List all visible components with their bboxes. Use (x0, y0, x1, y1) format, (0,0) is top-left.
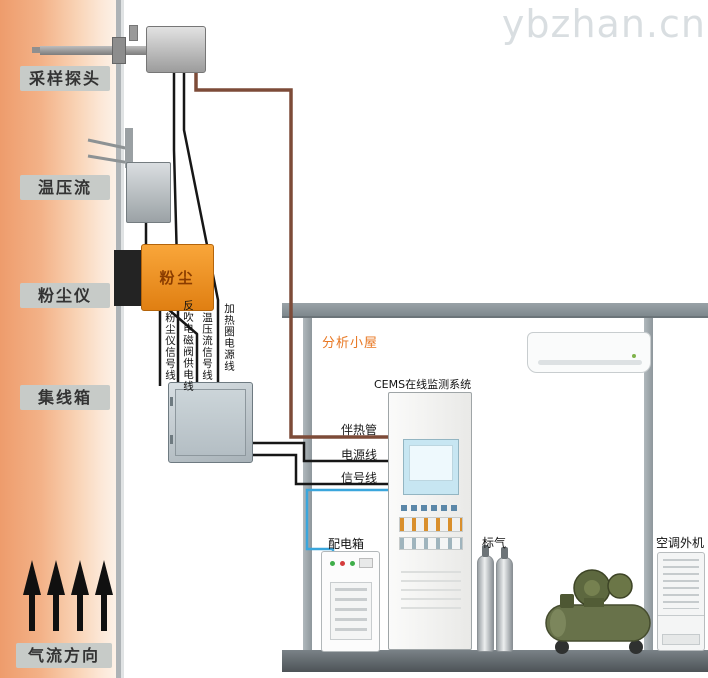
dust-meter-bracket (114, 250, 142, 306)
dust-meter-device: 粉尘 (141, 244, 214, 311)
cems-cabinet (388, 392, 472, 650)
label-power-line: 电源线 (341, 448, 378, 462)
junction-box-door (175, 389, 246, 456)
cylinder-valve (482, 545, 489, 557)
label-junction-box: 集线箱 (20, 385, 110, 410)
stack-wall-line (116, 0, 121, 678)
ac-outdoor-louvers (663, 559, 699, 609)
cabinet-screen (403, 439, 459, 495)
label-blowback-valve-cable: 反吹电磁阀供电线 (182, 300, 194, 392)
cems-system-title: CEMS在线监测系统 (374, 378, 472, 391)
cabinet-analyzer-module (399, 537, 463, 550)
ac-indoor-unit (527, 332, 651, 373)
shelter-left-wall (303, 318, 312, 650)
label-airflow-direction: 气流方向 (16, 643, 112, 668)
cabinet-screen-display (409, 445, 453, 481)
sampling-probe-flange (112, 37, 126, 64)
cabinet-button-row (401, 505, 461, 511)
ac-outdoor-base (662, 634, 700, 645)
air-compressor (545, 569, 651, 654)
stack-wall-inner-line (121, 0, 124, 678)
temp-flow-pipe (125, 128, 133, 168)
chimney-stack (0, 0, 118, 678)
dust-meter-text: 粉尘 (159, 269, 196, 287)
shelter-title: 分析小屋 (322, 336, 379, 351)
breaker-switch (359, 558, 373, 568)
shelter-ground (282, 650, 708, 672)
label-dust-meter: 粉尘仪 (20, 283, 110, 308)
label-ac-outdoor-unit: 空调外机 (656, 536, 705, 550)
breaker-panel (330, 582, 372, 640)
junction-box-device (168, 382, 253, 463)
watermark: ybzhan.cn (501, 2, 706, 46)
label-heat-trace-pipe: 伴热管 (341, 423, 378, 437)
ac-outdoor-unit (657, 552, 705, 651)
ac-indoor-vent (538, 360, 642, 365)
cabinet-analyzer-module (399, 517, 463, 532)
cabinet-vent (401, 571, 461, 613)
sampling-probe-rod (40, 46, 150, 55)
label-dust-signal-cable: 粉尘仪信号线 (164, 312, 176, 381)
gas-cylinder (496, 557, 513, 652)
label-heater-power-cable: 加热圈电源线 (223, 303, 235, 372)
junction-box-hinge (170, 397, 173, 406)
label-signal-line: 信号线 (341, 471, 378, 485)
ac-indoor-led (632, 354, 636, 358)
sampling-probe-tip (32, 47, 42, 53)
sampling-probe-body (146, 26, 206, 73)
label-temp-pressure-flow: 温压流 (20, 175, 110, 200)
label-temp-flow-signal-cable: 温压流信号线 (201, 312, 213, 381)
shelter-roof (282, 303, 708, 318)
ac-outdoor-divider (658, 615, 704, 616)
label-sampling-probe: 采样探头 (20, 66, 110, 91)
power-distribution-box (321, 551, 380, 652)
shelter-right-wall (644, 318, 653, 650)
label-power-distribution-box: 配电箱 (328, 537, 365, 551)
sampling-probe-nozzle (129, 25, 138, 41)
breaker-rows (335, 588, 367, 634)
gas-cylinder (477, 555, 494, 652)
temp-flow-device (126, 162, 171, 223)
junction-box-hinge (170, 435, 173, 444)
indicator-led-icons (330, 561, 335, 566)
label-standard-gas: 标气 (482, 536, 507, 550)
cylinder-valve (501, 547, 508, 559)
